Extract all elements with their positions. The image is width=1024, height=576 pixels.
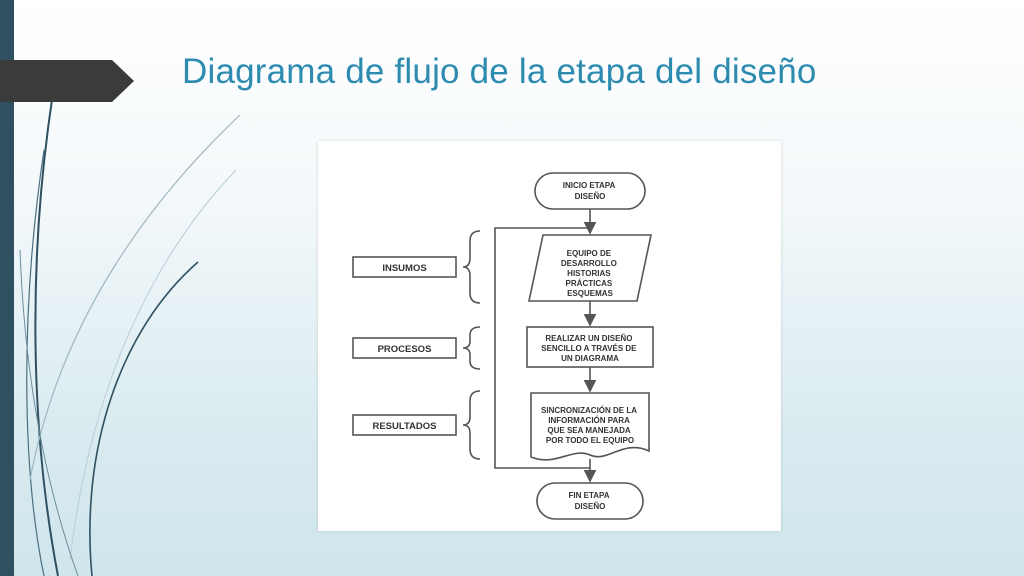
left-accent-bar xyxy=(0,0,14,576)
decor-curve-3 xyxy=(89,261,199,576)
output-document xyxy=(530,392,650,461)
brace-procesos xyxy=(462,326,481,370)
label-resultados: RESULTADOS xyxy=(372,421,436,432)
process-text: REALIZAR UN DISEÑO SENCILLO A TRAVÉS DE … xyxy=(541,334,639,363)
label-box-procesos xyxy=(352,337,457,359)
decor-curve-6 xyxy=(19,249,79,576)
process-rectangle xyxy=(526,326,654,368)
decor-curve-4 xyxy=(29,114,241,481)
brace-insumos xyxy=(462,230,481,304)
flowchart-panel: INICIO ETAPA DISEÑO EQUIPO DE DESARROLLO… xyxy=(318,141,781,531)
label-box-resultados xyxy=(352,414,457,436)
output-text: SINCRONIZACIÓN DE LA INFORMACIÓN PARA QU… xyxy=(541,406,639,445)
decor-curve-1 xyxy=(34,99,59,576)
decor-curve-2 xyxy=(26,149,45,576)
flowchart-diagram: INICIO ETAPA DISEÑO EQUIPO DE DESARROLLO… xyxy=(352,172,654,520)
label-box-insumos xyxy=(352,256,457,278)
input-parallelogram xyxy=(528,234,652,302)
input-text: EQUIPO DE DESARROLLO HISTORIAS PRÁCTICAS… xyxy=(561,249,619,298)
loop-connector xyxy=(494,227,590,469)
label-procesos: PROCESOS xyxy=(378,344,432,355)
title-arrow-icon xyxy=(0,60,134,102)
label-insumos: INSUMOS xyxy=(382,263,426,274)
decor-curve-5 xyxy=(69,169,237,561)
end-text: FIN ETAPA DISEÑO xyxy=(569,491,612,511)
start-text: INICIO ETAPA DISEÑO xyxy=(563,181,618,201)
slide-title: Diagrama de flujo de la etapa del diseño xyxy=(182,52,817,91)
decorative-curves xyxy=(19,99,241,576)
start-terminator xyxy=(534,172,646,210)
end-terminator xyxy=(536,482,644,520)
brace-resultados xyxy=(462,390,481,460)
